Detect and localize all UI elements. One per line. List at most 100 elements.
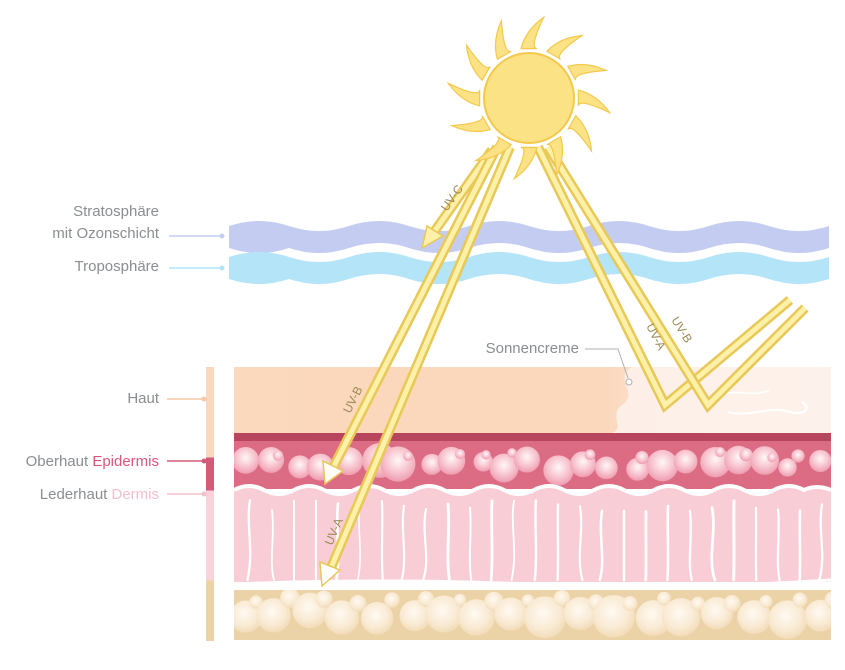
dermis-fiber	[246, 499, 252, 582]
epidermis-cell	[421, 453, 443, 475]
dermis-fiber	[380, 499, 384, 582]
layer-legend-bar	[206, 367, 214, 641]
epidermis-label: Oberhaut Epidermis	[26, 453, 159, 470]
epidermis-cell	[767, 452, 777, 463]
sun-flame	[546, 135, 564, 178]
epidermis-cell	[507, 448, 517, 458]
dermis-fiber	[578, 505, 584, 582]
uva-left-arrowhead	[319, 560, 342, 588]
sunscreen-label: Sonnencreme	[486, 340, 579, 357]
fat-cell	[249, 595, 263, 609]
fat-cell	[759, 594, 773, 609]
sun-flame	[577, 89, 612, 115]
fat-cell	[824, 591, 831, 610]
epidermis-cell	[791, 449, 805, 463]
dermis-fiber	[776, 508, 781, 582]
dermis-fiber	[666, 504, 670, 582]
fat-cell	[792, 592, 808, 608]
sun-flame	[465, 42, 491, 82]
dermis-fiber	[688, 509, 693, 582]
epidermis-cell	[739, 448, 753, 462]
sun-flame	[449, 115, 492, 133]
sun-icon	[483, 52, 575, 144]
epidermis-cell	[481, 450, 491, 460]
skin-label: Haut	[127, 390, 160, 407]
sun-flame	[473, 136, 513, 162]
fat-cell	[804, 599, 831, 632]
epidermis-cell	[584, 449, 596, 461]
fat-cell	[256, 598, 291, 633]
sun-flame	[446, 81, 481, 107]
epidermis-cell	[513, 446, 540, 473]
fat-cell	[657, 591, 671, 606]
fat-cell	[349, 595, 367, 612]
epidermis-cells	[234, 442, 831, 486]
fat-cell	[324, 600, 360, 635]
epidermis-top-line	[234, 433, 831, 441]
dermis-fiber	[818, 503, 824, 582]
dermis-label-prefix: Lederhaut	[40, 486, 112, 503]
fat-cell	[458, 599, 495, 636]
dermis-fiber	[533, 499, 538, 582]
fat-cell	[315, 590, 333, 608]
epidermis-cell	[714, 446, 726, 458]
dermis-fiber	[510, 499, 516, 581]
epidermis-label-latin: Epidermis	[92, 453, 159, 470]
epidermis-cell	[403, 451, 413, 461]
fat-cell	[399, 600, 431, 632]
epidermis-cell	[288, 455, 312, 479]
epidermis-cell	[594, 456, 618, 480]
fat-cell	[661, 598, 701, 637]
sunscreen-swirl-2	[721, 389, 771, 396]
troposphere-wave	[229, 252, 829, 284]
fat-cell	[737, 600, 772, 635]
stratosphere-wave	[229, 221, 829, 253]
sun-flame	[545, 34, 585, 60]
dermis-fiber	[710, 506, 717, 582]
epidermis-cell	[635, 450, 649, 465]
fat-cell	[494, 597, 528, 631]
dermis-fiber	[270, 509, 275, 581]
sun-flame	[512, 146, 538, 181]
sun-flame	[494, 18, 512, 61]
epidermis-cell	[809, 449, 831, 473]
epidermis-cell	[234, 446, 260, 474]
fat-cell	[425, 595, 463, 633]
epidermis-dermis-border	[233, 484, 832, 496]
sun-flame	[566, 63, 609, 81]
uvc-arrowhead	[420, 224, 445, 250]
stratosphere-sublabel: mit Ozonschicht	[52, 225, 160, 242]
callouts	[167, 233, 633, 497]
epidermis-cell	[543, 455, 574, 486]
dermis-fiber	[446, 502, 451, 582]
epidermis-cell	[272, 450, 284, 461]
fat-cell	[768, 600, 807, 639]
dermis-label-latin: Dermis	[112, 486, 160, 503]
sun-flame	[520, 15, 546, 50]
troposphere-label: Troposphäre	[75, 258, 160, 275]
sun-rays	[446, 15, 612, 181]
fat-cell	[635, 600, 672, 636]
fat-cell	[360, 602, 394, 635]
uv-rays	[319, 144, 809, 588]
dermis-fibers	[246, 499, 824, 582]
epidermis-cell	[646, 449, 679, 482]
sunscreen-swirl-1	[727, 401, 808, 415]
sunscreen-film	[612, 367, 831, 433]
dermis-label: Lederhaut Dermis	[40, 486, 159, 503]
fat-cell	[524, 596, 566, 639]
dermis-fiber	[468, 506, 473, 581]
fat-cell	[723, 595, 741, 612]
fat-cell	[553, 590, 571, 607]
sun-flame	[567, 114, 593, 154]
fat-cell	[453, 593, 467, 607]
uva-right-label: UV-A	[643, 321, 668, 352]
uvb-left-arrowhead	[322, 459, 345, 486]
dermis-fiber	[489, 499, 494, 582]
dermis-fiber	[421, 507, 428, 582]
fat-cell	[622, 596, 638, 612]
fat-cell	[384, 592, 400, 608]
fat-cells	[234, 590, 831, 639]
